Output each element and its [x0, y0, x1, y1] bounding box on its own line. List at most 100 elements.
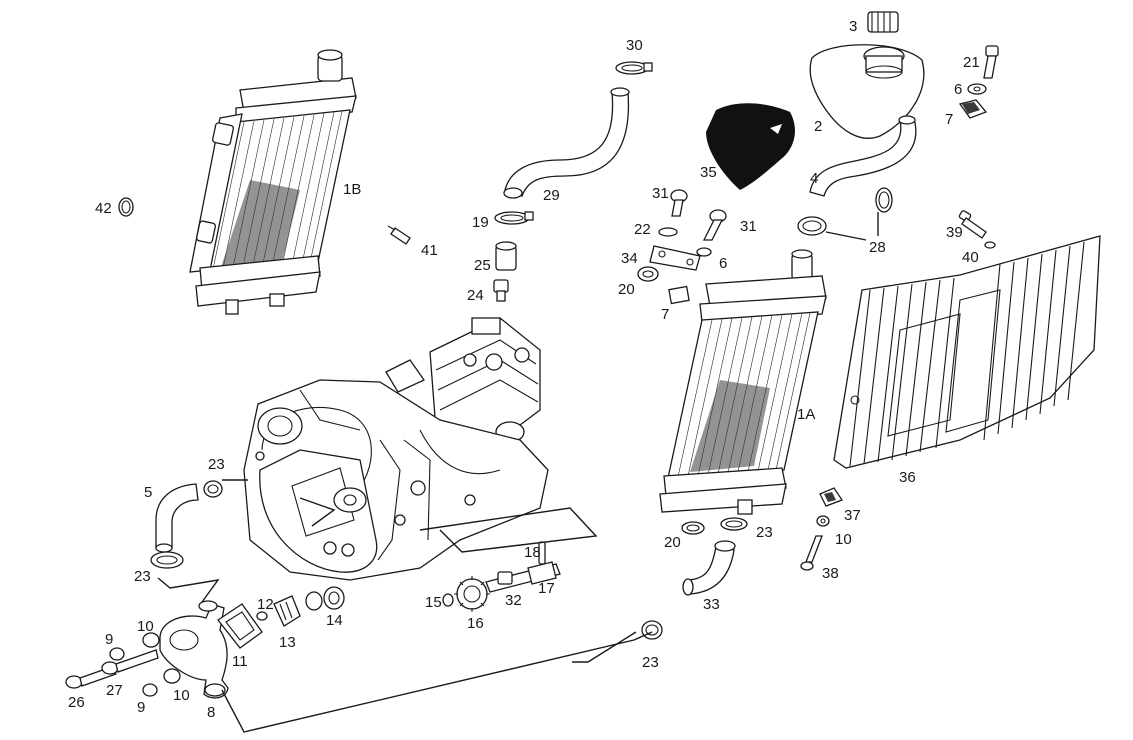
hose-clamp-23-bottom: [641, 620, 663, 640]
nut-7-top: [958, 99, 988, 119]
washer-9-lower: [142, 683, 158, 697]
label-18: 18: [524, 544, 541, 561]
grommet-20-top: [637, 266, 659, 282]
hose-clamp-23-top: [203, 480, 223, 498]
o-ring-42: [118, 197, 134, 217]
label-39: 39: [946, 224, 963, 241]
gasket-11: [217, 603, 263, 649]
label-11: 11: [232, 653, 248, 670]
bolt-21: [983, 45, 999, 79]
label-23: 23: [208, 456, 225, 473]
label-31: 31: [652, 185, 669, 202]
label-20: 20: [618, 281, 635, 298]
label-29: 29: [543, 187, 560, 204]
radiator-1b: [189, 49, 357, 315]
temperature-sensor-41: [387, 225, 411, 245]
hose-5: [155, 483, 199, 553]
washer-9-upper: [109, 647, 125, 661]
label-2: 2: [814, 118, 822, 135]
label-10: 10: [173, 687, 190, 704]
grommet-20-bottom: [681, 521, 705, 535]
screw-31-right: [702, 209, 727, 241]
label-38: 38: [822, 565, 839, 582]
label-9: 9: [105, 631, 113, 648]
hose-clamp-28-right: [875, 187, 893, 213]
filler-cap-3: [867, 11, 899, 33]
label-20: 20: [664, 534, 681, 551]
bracket-34: [649, 245, 701, 271]
label-42: 42: [95, 200, 112, 217]
label-12: 12: [257, 596, 274, 613]
label-28: 28: [869, 239, 886, 256]
label-1a: 1A: [797, 406, 815, 423]
label-24: 24: [467, 287, 484, 304]
nut-37: [819, 487, 843, 507]
leader-lines: [157, 212, 879, 733]
screw-24: [493, 279, 509, 302]
label-41: 41: [421, 242, 438, 259]
fitting-25: [495, 241, 517, 271]
label-1b: 1B: [343, 181, 361, 198]
label-10: 10: [835, 531, 852, 548]
label-40: 40: [962, 249, 979, 266]
label-3: 3: [849, 18, 857, 35]
washer-6-mid: [696, 247, 712, 257]
washer-10-lower: [163, 668, 181, 684]
hose-clamp-23-right: [720, 517, 748, 531]
bolt-39: [958, 210, 987, 239]
label-19: 19: [472, 214, 489, 231]
bolt-27: [101, 649, 159, 675]
gear-16: [454, 576, 490, 612]
washer-15: [442, 593, 454, 607]
label-34: 34: [621, 250, 638, 267]
label-23: 23: [642, 654, 659, 671]
label-6: 6: [719, 255, 727, 272]
nut-32: [497, 571, 513, 585]
label-33: 33: [703, 596, 720, 613]
label-17: 17: [538, 580, 555, 597]
hose-clamp-30: [615, 61, 653, 75]
seal-12: [256, 611, 268, 621]
impeller-13: [273, 595, 301, 627]
hose-29: [503, 87, 630, 199]
label-37: 37: [844, 507, 861, 524]
label-36: 36: [899, 469, 916, 486]
washer-22: [658, 227, 678, 237]
engine-block: [243, 317, 549, 581]
bearing-14: [305, 586, 345, 611]
label-7: 7: [945, 111, 953, 128]
label-35: 35: [700, 164, 717, 181]
label-10: 10: [137, 618, 154, 635]
label-9: 9: [137, 699, 145, 716]
label-7: 7: [661, 306, 669, 323]
label-15: 15: [425, 594, 442, 611]
pad-35: [706, 103, 795, 190]
washer-6-top: [967, 83, 987, 95]
label-16: 16: [467, 615, 484, 632]
label-23: 23: [756, 524, 773, 541]
hose-clamp-28-left: [797, 216, 827, 236]
hose-4: [809, 115, 917, 197]
label-31: 31: [740, 218, 757, 235]
hose-33: [682, 540, 736, 596]
label-8: 8: [207, 704, 215, 721]
washer-10-right: [816, 515, 830, 527]
label-23: 23: [134, 568, 151, 585]
pump-housing-8: [159, 600, 229, 699]
radiator-grille-36: [833, 235, 1101, 469]
label-25: 25: [474, 257, 491, 274]
label-32: 32: [505, 592, 522, 609]
washer-10-upper: [142, 632, 160, 648]
radiator-1a: [659, 249, 827, 515]
label-26: 26: [68, 694, 85, 711]
hose-clamp-23-left: [150, 551, 184, 569]
shaft-17: [485, 561, 561, 593]
label-13: 13: [279, 634, 296, 651]
hose-clamp-19: [494, 211, 534, 225]
label-14: 14: [326, 612, 343, 629]
screw-31-left: [670, 189, 688, 217]
bolt-38: [800, 535, 823, 571]
washer-40: [984, 241, 996, 249]
label-30: 30: [626, 37, 643, 54]
